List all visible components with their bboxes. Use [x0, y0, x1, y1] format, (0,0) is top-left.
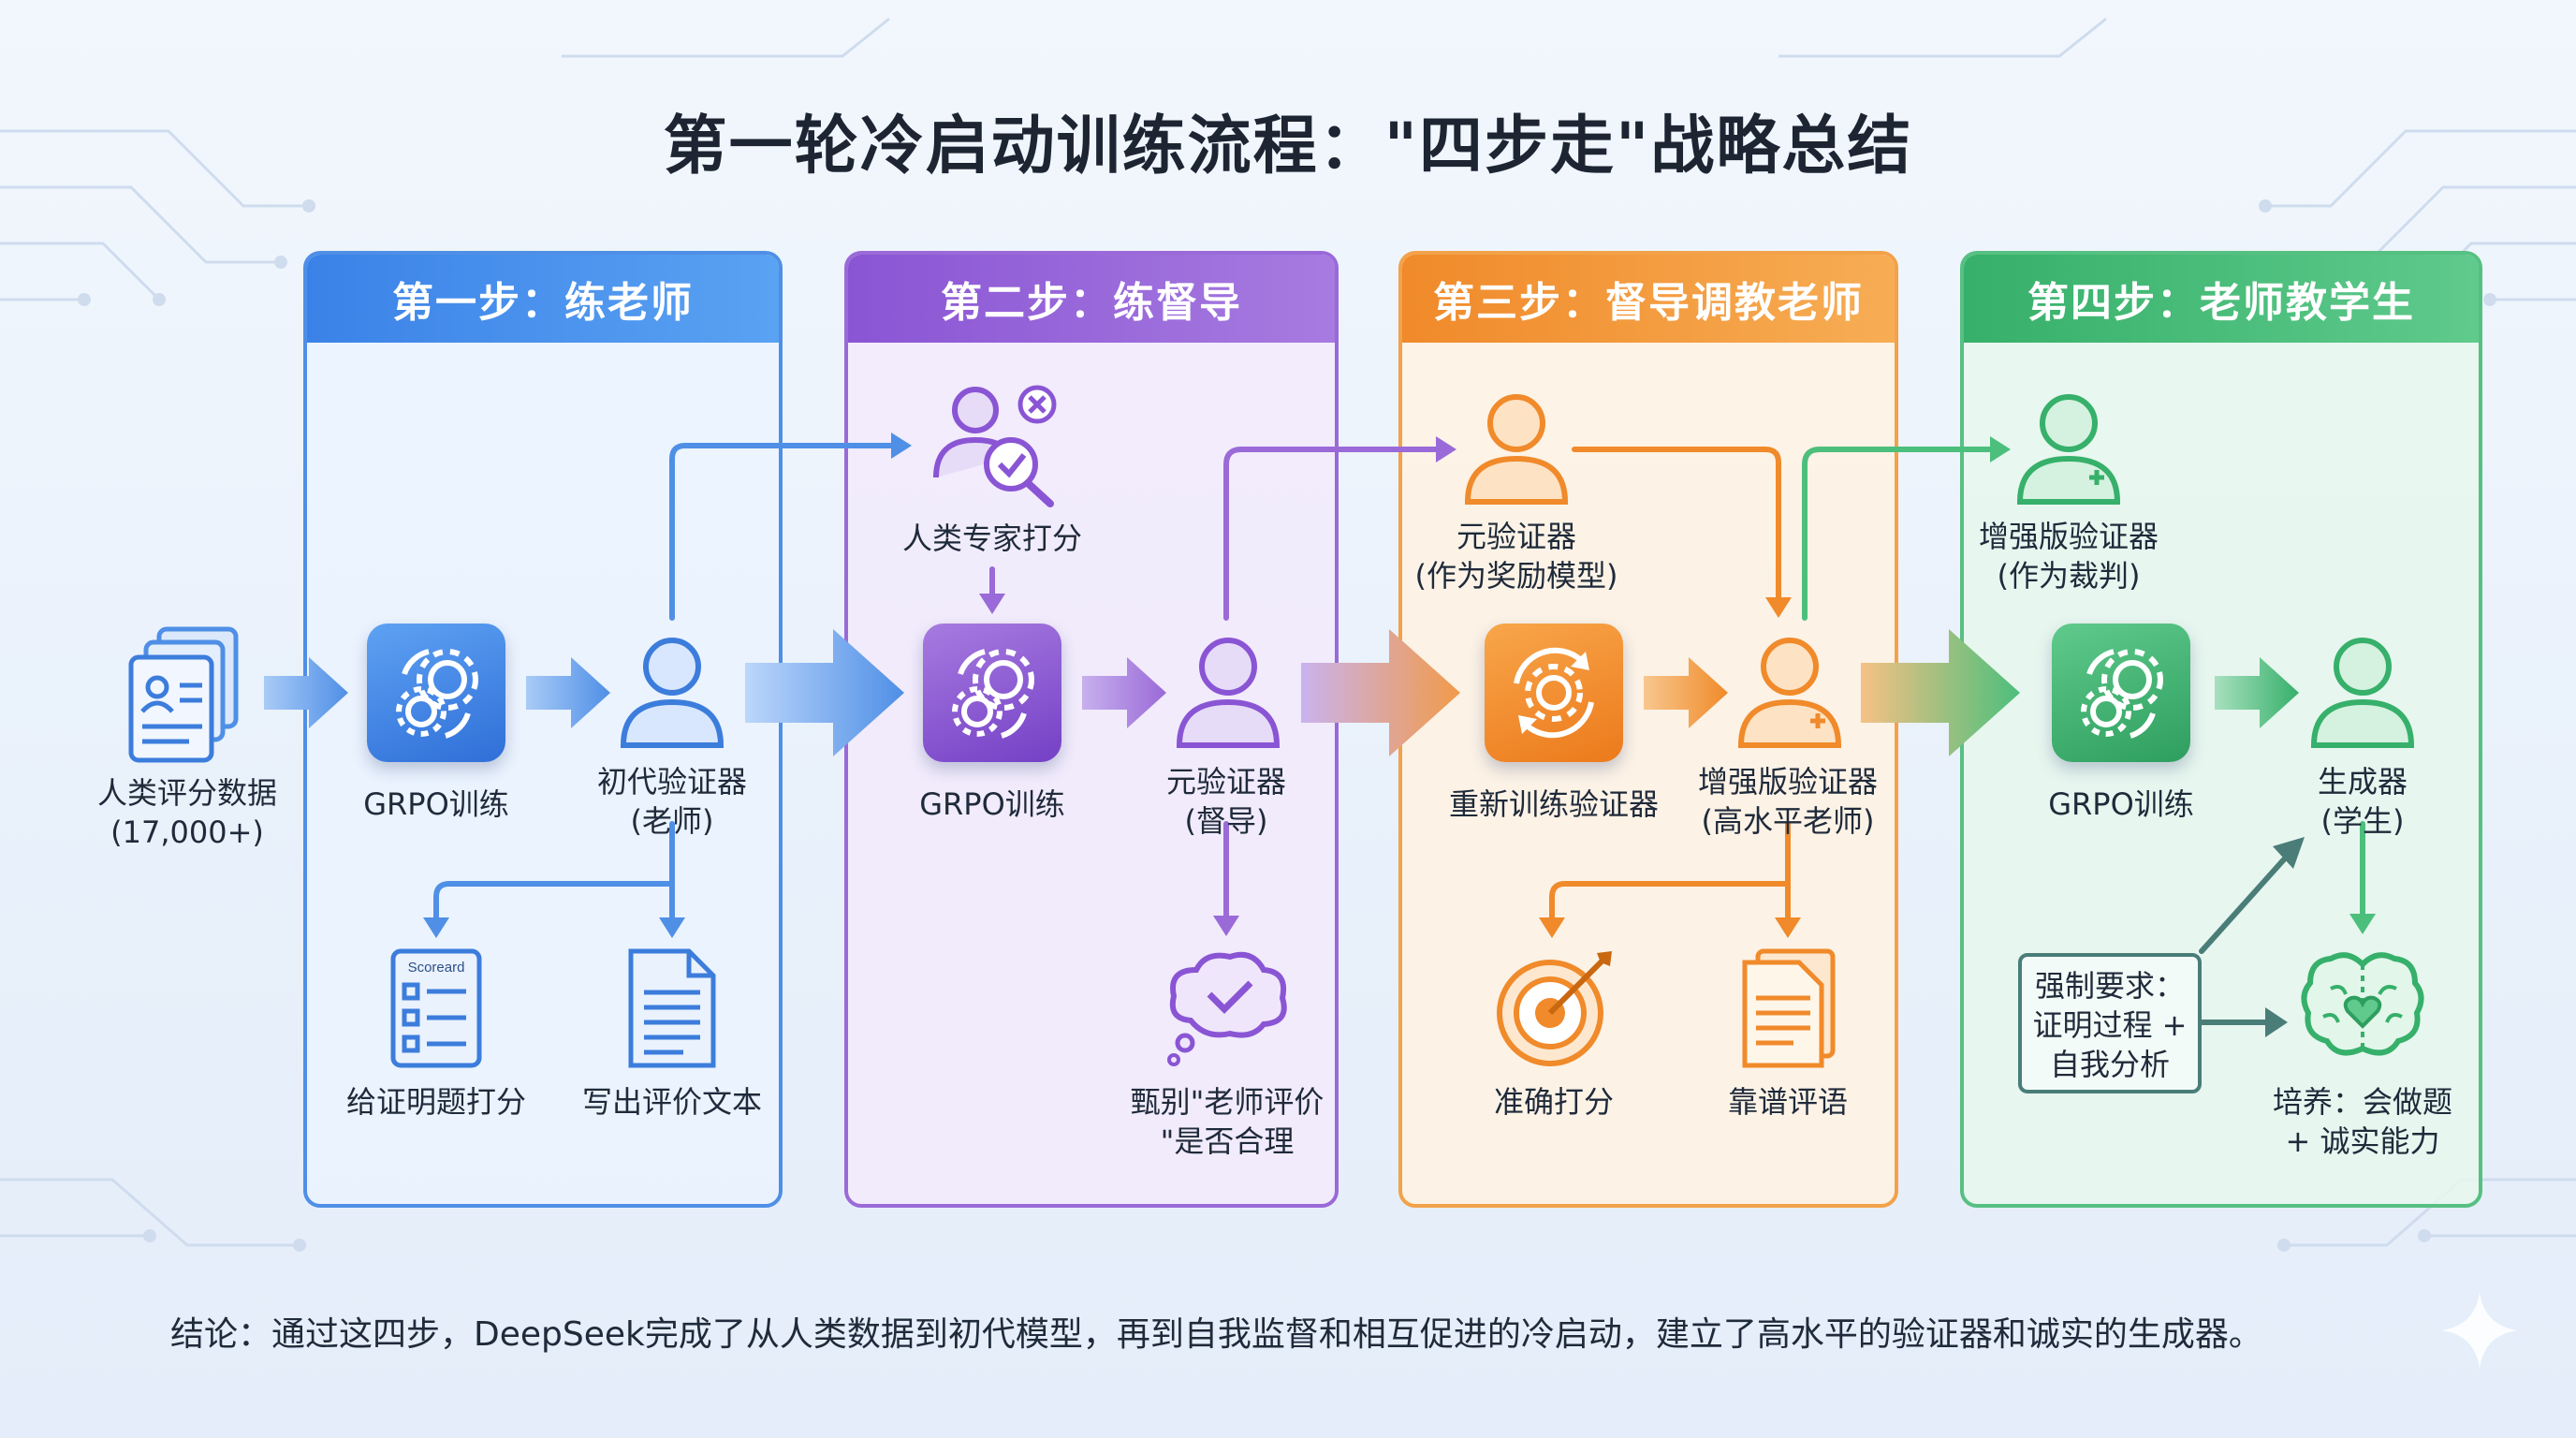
- step-two-header: 第二步：练督导: [848, 255, 1335, 343]
- step-four-header: 第四步：老师教学生: [1964, 255, 2479, 343]
- expert-review-icon: [933, 385, 1057, 507]
- arrow-step2-to-step3: [1301, 629, 1460, 756]
- user-icon-meta-reward: [1464, 394, 1569, 505]
- initial-verifier-label: 初代验证器 (老师): [596, 764, 747, 839]
- refresh-gear-icon: [1514, 647, 1594, 739]
- scorecard-text: Scoreard: [408, 960, 465, 976]
- retrain-tile: [1485, 624, 1623, 762]
- reliable-comment-label: 靠谱评语: [1727, 1084, 1848, 1120]
- document-stack-icon-comments: [1742, 948, 1836, 1068]
- retrain-label: 重新训练验证器: [1448, 786, 1659, 822]
- document-icon: [628, 948, 716, 1068]
- enhanced-judge-label: 增强版验证器 (作为裁判): [1978, 519, 2159, 594]
- grpo-training-label-1: GRPO训练: [363, 786, 509, 822]
- step-three-header: 第三步：督导调教老师: [1402, 255, 1895, 343]
- expert-score-label: 人类专家打分: [901, 521, 1082, 556]
- document-stack-icon: [128, 626, 239, 763]
- grpo-training-tile-2: [923, 624, 1061, 762]
- human-data-label: 人类评分数据 (17,000+): [96, 775, 277, 850]
- grpo-training-tile-1: [367, 624, 505, 762]
- user-icon-initial-verifier: [620, 638, 724, 748]
- arrow-retrain-to-enhanced: [1644, 657, 1728, 728]
- meta-reward-label: 元验证器 (作为奖励模型): [1414, 519, 1618, 594]
- conclusion-text: 结论：通过这四步，DeepSeek完成了从人类数据到初代模型，再到自我监督和相互…: [170, 1315, 2262, 1354]
- user-plus-icon-enhanced: [1737, 638, 1842, 748]
- scorecard-icon: Scoreard: [390, 948, 482, 1068]
- page-title: 第一轮冷启动训练流程："四步走"战略总结: [663, 110, 1913, 183]
- score-proof-label: 给证明题打分: [345, 1084, 526, 1120]
- grpo-training-label-2: GRPO训练: [919, 786, 1065, 822]
- gears-icon: [952, 649, 1034, 739]
- enhanced-verifier-label: 增强版验证器 (高水平老师): [1697, 764, 1878, 839]
- cultivate-label: 培养：会做题 + 诚实能力: [2272, 1084, 2452, 1159]
- sparkle-icon: [2441, 1292, 2518, 1369]
- grpo-training-tile-4: [2052, 624, 2190, 762]
- arrow-grpo4-to-generator: [2215, 657, 2299, 728]
- requirement-note: 强制要求： 证明过程 + 自我分析: [2018, 953, 2202, 1093]
- thought-check-icon: [1167, 951, 1287, 1066]
- brain-heart-icon: [2301, 952, 2424, 1056]
- target-icon: [1497, 951, 1612, 1066]
- user-plus-icon-judge: [2016, 394, 2121, 505]
- gears-icon: [2081, 649, 2163, 739]
- meta-verifier-label: 元验证器 (督导): [1165, 764, 1286, 839]
- accurate-score-label: 准确打分: [1493, 1084, 1614, 1120]
- arrow-data-to-grpo1: [264, 657, 348, 728]
- arrow-step1-to-step2: [745, 629, 904, 756]
- write-eval-label: 写出评价文本: [581, 1084, 762, 1120]
- gears-icon: [396, 649, 478, 739]
- generator-label: 生成器 (学生): [2317, 764, 2408, 839]
- judge-reasonable-label: 甄别"老师评价 "是否合理: [1130, 1084, 1325, 1159]
- arrow-step3-to-step4: [1861, 629, 2020, 756]
- user-icon-generator: [2310, 638, 2415, 748]
- user-icon-meta-verifier: [1176, 638, 1281, 748]
- step-one-header: 第一步：练老师: [307, 255, 779, 343]
- arrow-grpo1-to-verifier: [526, 657, 610, 728]
- arrow-grpo2-to-meta: [1082, 657, 1166, 728]
- grpo-training-label-4: GRPO训练: [2048, 786, 2194, 822]
